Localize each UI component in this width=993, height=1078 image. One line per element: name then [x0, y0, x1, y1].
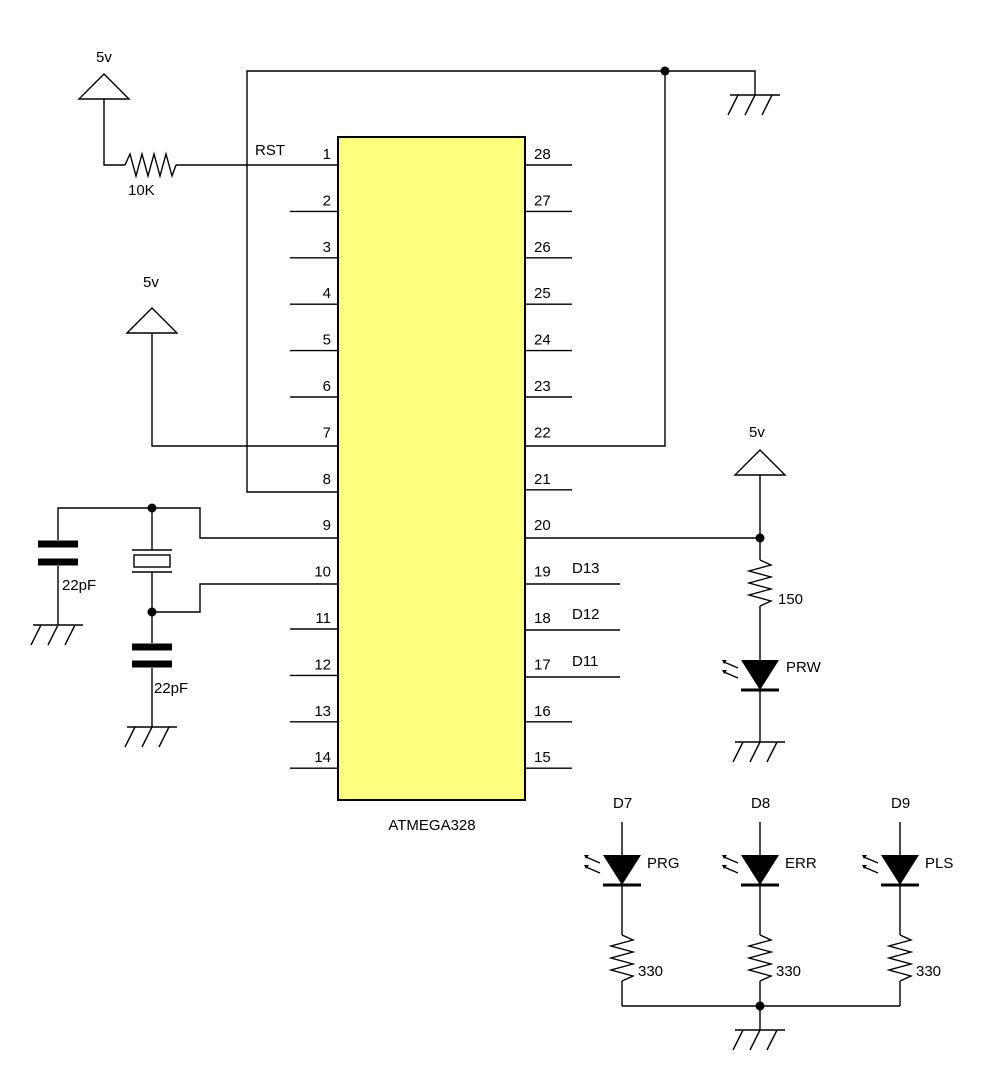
right-pin-number: 27 [534, 192, 551, 209]
chip-body [337, 136, 526, 801]
signal-d11: D11 [572, 653, 598, 670]
power-supply-icon [125, 307, 179, 334]
resistor-icon [746, 934, 774, 982]
power-led-label: PRW [786, 659, 822, 676]
resistor-icon [746, 559, 774, 607]
power-label-led: 5v [749, 424, 765, 441]
left-pin-number: 11 [315, 610, 331, 627]
status-led-label: PLS [925, 855, 953, 872]
led-icon [722, 660, 779, 692]
right-pin-number: 28 [534, 146, 551, 163]
right-pin-number: 22 [534, 424, 551, 441]
left-pin-number: 14 [314, 749, 331, 766]
crystal-icon [132, 549, 172, 573]
status-led-pin: D8 [751, 795, 770, 812]
led-icon [584, 855, 641, 887]
right-pin-number: 25 [534, 285, 551, 302]
right-pin-number: 16 [534, 703, 551, 720]
junction-dot [660, 66, 670, 76]
left-pin-number: 2 [323, 192, 331, 209]
led-icon [862, 855, 919, 887]
cap-label-2: 22pF [154, 680, 188, 697]
right-pin-number: 17 [534, 656, 551, 673]
resistor-icon [608, 934, 636, 982]
right-pin-number: 20 [534, 517, 551, 534]
resistor-icon [124, 151, 177, 179]
right-pin-number: 23 [534, 378, 551, 395]
junction-dot [755, 533, 765, 543]
junction-dot [147, 503, 157, 513]
resistor-icon [886, 934, 914, 982]
status-led-resistor: 330 [916, 963, 941, 980]
right-pin-number: 18 [534, 610, 551, 627]
ground-icon [727, 94, 780, 116]
status-led-label: PRG [647, 855, 680, 872]
capacitor-icon [132, 643, 172, 668]
signal-d12: D12 [572, 606, 600, 623]
junction-dot [147, 607, 157, 617]
power-label-vcc: 5v [143, 274, 159, 291]
left-pin-number: 6 [323, 378, 331, 395]
power-label-reset: 5v [96, 49, 112, 66]
right-pin-number: 26 [534, 239, 551, 256]
power-supply-icon [733, 449, 787, 476]
capacitor-icon [38, 540, 78, 566]
right-pin-number: 19 [534, 564, 551, 581]
pin-stubs [290, 164, 572, 769]
left-pin-number: 10 [314, 564, 331, 581]
left-pin-number: 13 [314, 703, 331, 720]
led-icon [722, 855, 779, 887]
left-pin-number: 4 [323, 285, 331, 302]
ground-loop-wires [246, 66, 756, 493]
right-pin-number: 15 [534, 749, 551, 766]
pin-labels: 1234567891011121314282726252423222120191… [314, 146, 550, 766]
signal-d13: D13 [572, 560, 600, 577]
left-pin-number: 9 [323, 517, 331, 534]
ground-icon [732, 741, 785, 763]
power-led-resistor: 150 [778, 591, 803, 608]
left-pin-number: 1 [323, 146, 331, 163]
left-pin-number: 7 [323, 424, 331, 441]
power-supply-icon [77, 73, 131, 100]
reset-wire [103, 99, 125, 166]
status-led-pin: D7 [613, 795, 632, 812]
status-led-label: ERR [785, 855, 817, 872]
cap-label-1: 22pF [62, 577, 96, 594]
vcc-wire [151, 333, 338, 447]
ground-icon [732, 1029, 785, 1051]
right-pin-number: 24 [534, 332, 551, 349]
reset-resistor-label: 10K [128, 182, 155, 199]
status-led-resistor: 330 [638, 963, 663, 980]
left-pin-number: 3 [323, 239, 331, 256]
left-pin-number: 5 [323, 332, 331, 349]
ground-icon [30, 624, 83, 646]
left-pin-number: 12 [314, 656, 331, 673]
status-led-resistor: 330 [776, 963, 801, 980]
crystal-circuit-wires [57, 503, 338, 727]
rst-label: RST [255, 142, 285, 159]
chip-label: ATMEGA328 [388, 817, 475, 834]
right-pin-number: 21 [534, 471, 551, 488]
left-pin-number: 8 [323, 471, 331, 488]
ground-icon [124, 726, 177, 748]
status-led-pin: D9 [891, 795, 910, 812]
